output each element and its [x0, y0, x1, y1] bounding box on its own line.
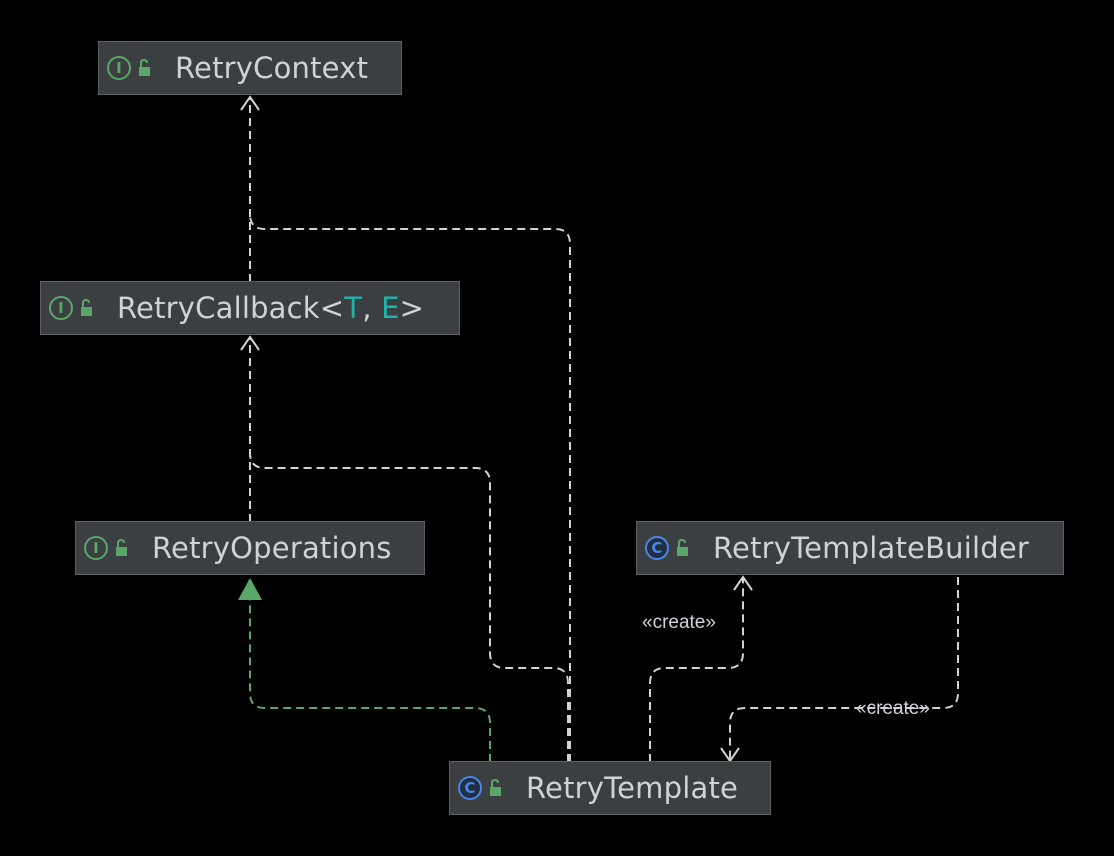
node-name: RetryOperations [152, 531, 392, 565]
edge-builder-creates-template [729, 577, 959, 760]
node-name: RetryTemplateBuilder [713, 531, 1030, 565]
type-params-separator: , [362, 291, 382, 325]
node-name: RetryCallback [117, 291, 320, 325]
node-name: RetryTemplate [526, 771, 739, 805]
node-retry-context[interactable]: I RetryContext [98, 41, 402, 95]
node-name: RetryContext [175, 51, 369, 85]
edge-template-to-context [249, 213, 571, 762]
type-param-e: E [381, 291, 400, 325]
type-params-open: < [319, 291, 345, 325]
node-retry-template-builder[interactable]: C RetryTemplateBuilder [636, 521, 1064, 575]
edge-template-to-callback [249, 452, 569, 762]
interface-icon: I [84, 536, 108, 560]
edge-template-creates-builder [649, 578, 744, 762]
edge-label-create-template: «create» [856, 698, 930, 719]
node-retry-operations[interactable]: I RetryOperations [75, 521, 425, 575]
edge-template-implements-operations [249, 600, 491, 762]
type-param-t: T [344, 291, 363, 325]
arrowhead-context [240, 95, 260, 111]
node-retry-callback[interactable]: I RetryCallback<T, E> [40, 281, 460, 335]
public-lock-icon [490, 778, 501, 796]
class-icon: C [458, 776, 482, 800]
interface-icon: I [49, 296, 73, 320]
edge-label-create-builder: «create» [642, 612, 716, 633]
public-lock-icon [139, 58, 150, 76]
realization-arrowhead [238, 578, 262, 600]
arrowhead-builder [733, 575, 753, 591]
public-lock-icon [81, 298, 92, 316]
arrowhead-callback [240, 335, 260, 351]
public-lock-icon [116, 538, 127, 556]
type-params-close: > [399, 291, 425, 325]
interface-icon: I [107, 56, 131, 80]
node-retry-template[interactable]: C RetryTemplate [449, 761, 771, 815]
public-lock-icon [677, 538, 688, 556]
class-icon: C [645, 536, 669, 560]
